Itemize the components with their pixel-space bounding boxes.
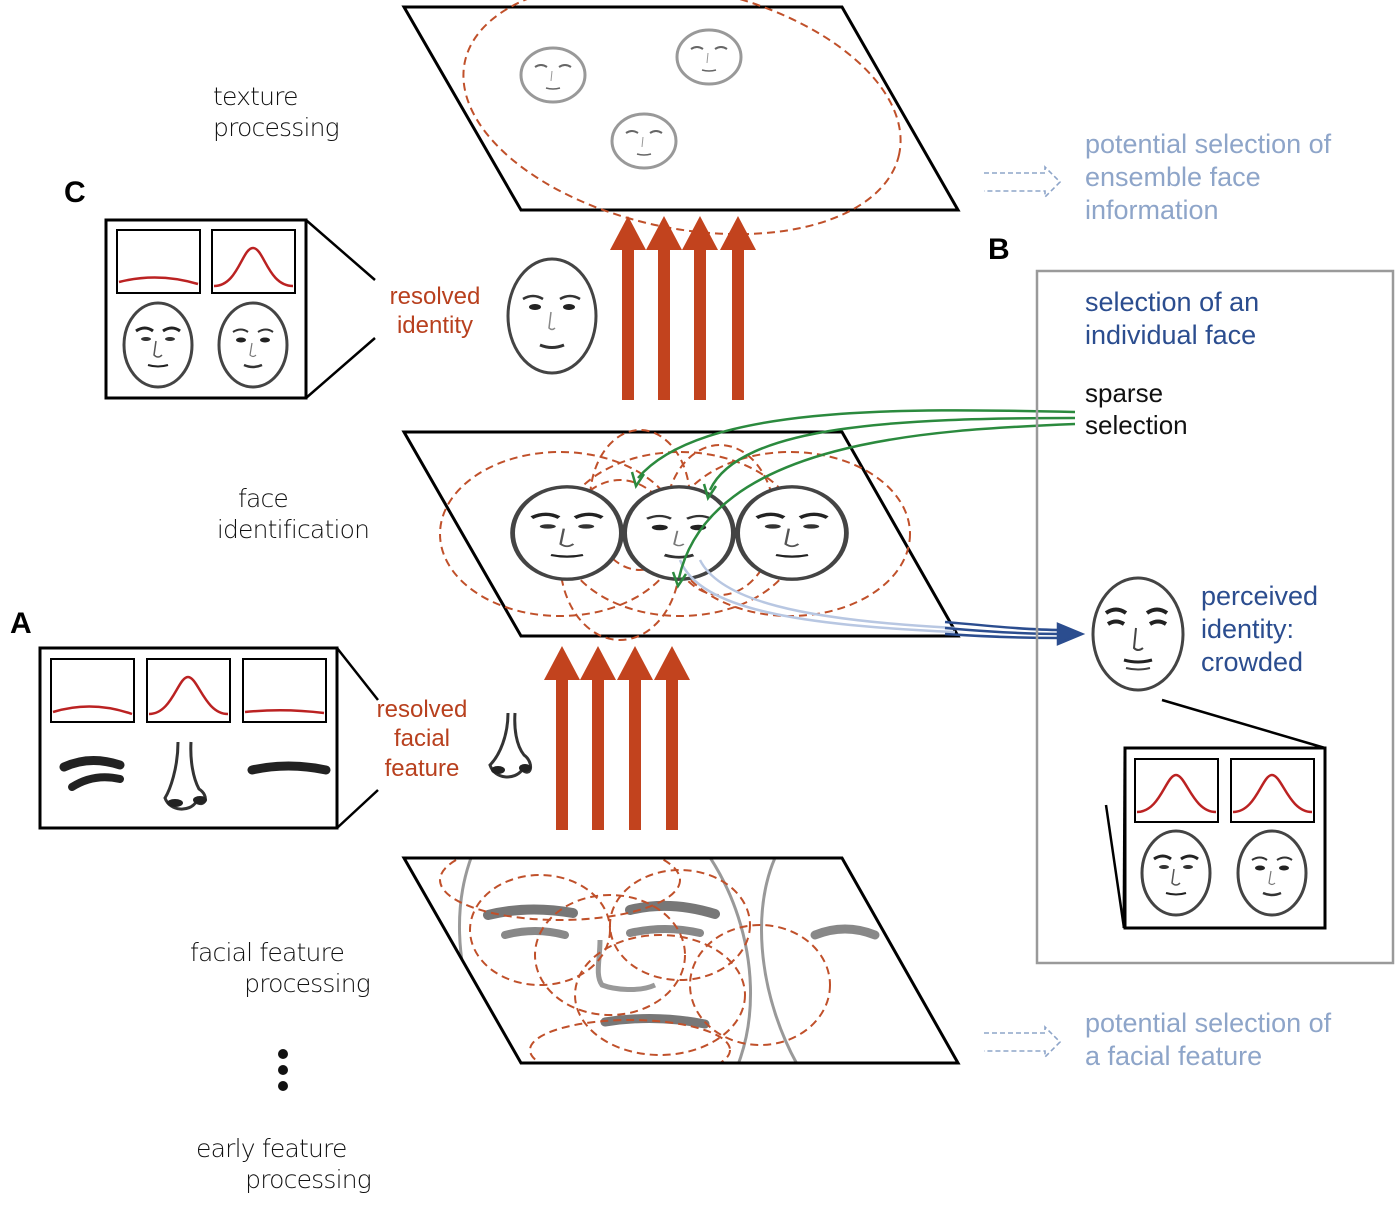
stage-facial-label: facial feature processing: [190, 938, 371, 999]
resolved-identity-label: resolved identity: [380, 282, 490, 341]
panel-b-inner-box: [1104, 698, 1327, 930]
selection-individual-line2: individual face: [1085, 319, 1257, 350]
facial-feature-layer: [401, 856, 961, 1065]
potential-ensemble-label: potential selection of ensemble face inf…: [1085, 128, 1331, 227]
panel-b-box: [1035, 269, 1395, 965]
selection-individual-line1: selection of an: [1085, 287, 1260, 317]
selection-individual-label: selection of an individual face: [1085, 286, 1259, 352]
potential-ensemble-line3: information: [1085, 194, 1219, 225]
perceived-face: [1091, 576, 1185, 692]
potential-arrow-bottom: [984, 1025, 1062, 1059]
perceived-identity-line2: identity:: [1201, 613, 1295, 644]
potential-ensemble-line2: ensemble face: [1085, 161, 1261, 192]
stage-facial-line1: facial feature: [190, 938, 345, 967]
face-identification-layer: [401, 429, 961, 641]
stage-face-id-line1: face: [237, 484, 289, 513]
sparse-selection-line2: selection: [1085, 409, 1188, 440]
ellipsis-dots: [278, 1049, 288, 1091]
blue-output-arrow: [944, 620, 1086, 646]
potential-feature-label: potential selection of a facial feature: [1085, 1007, 1331, 1073]
perceived-identity-line3: crowded: [1201, 646, 1304, 677]
stage-texture-label: texture processing: [213, 82, 340, 143]
resolved-identity-face: [506, 257, 598, 375]
panel-c-box: [104, 218, 376, 400]
panel-label-a: A: [10, 607, 32, 640]
panel-a-box: [38, 646, 379, 830]
upper-arrows: [610, 216, 756, 400]
texture-layer: [401, 0, 961, 236]
stage-early-line2: processing: [245, 1164, 372, 1194]
resolved-feature-line1: resolved: [376, 696, 468, 723]
potential-feature-line2: a facial feature: [1085, 1040, 1263, 1071]
lower-arrows: [544, 646, 690, 830]
sparse-selection-arrows: [630, 409, 1076, 589]
stage-face-id-label: face identification: [203, 484, 383, 545]
potential-ensemble-line1: potential selection of: [1085, 129, 1332, 159]
stage-early-line1: early feature: [196, 1134, 347, 1163]
sparse-selection-label: sparse selection: [1085, 378, 1188, 441]
stage-facial-line2: processing: [244, 968, 371, 998]
stage-texture-line1: texture: [213, 82, 299, 111]
panel-label-c: C: [64, 176, 86, 209]
sparse-selection-line1: sparse: [1085, 378, 1164, 408]
stage-texture-line2: processing: [213, 112, 340, 142]
stage-face-id-line2: identification: [216, 514, 370, 544]
potential-feature-line1: potential selection of: [1085, 1008, 1332, 1038]
resolved-identity-line1: resolved: [389, 283, 481, 310]
perceived-identity-line1: perceived: [1201, 581, 1319, 611]
resolved-feature-line2: facial: [393, 725, 451, 753]
perceived-identity-label: perceived identity: crowded: [1201, 580, 1318, 679]
panel-label-b: B: [988, 233, 1010, 266]
resolved-feature-label: resolved facial feature: [367, 695, 477, 783]
potential-arrow-top: [984, 165, 1062, 199]
resolved-identity-line2: identity: [396, 312, 474, 340]
resolved-feature-line3: feature: [384, 754, 460, 782]
stage-early-label: early feature processing: [196, 1134, 372, 1195]
resolved-nose-icon: [488, 712, 532, 779]
